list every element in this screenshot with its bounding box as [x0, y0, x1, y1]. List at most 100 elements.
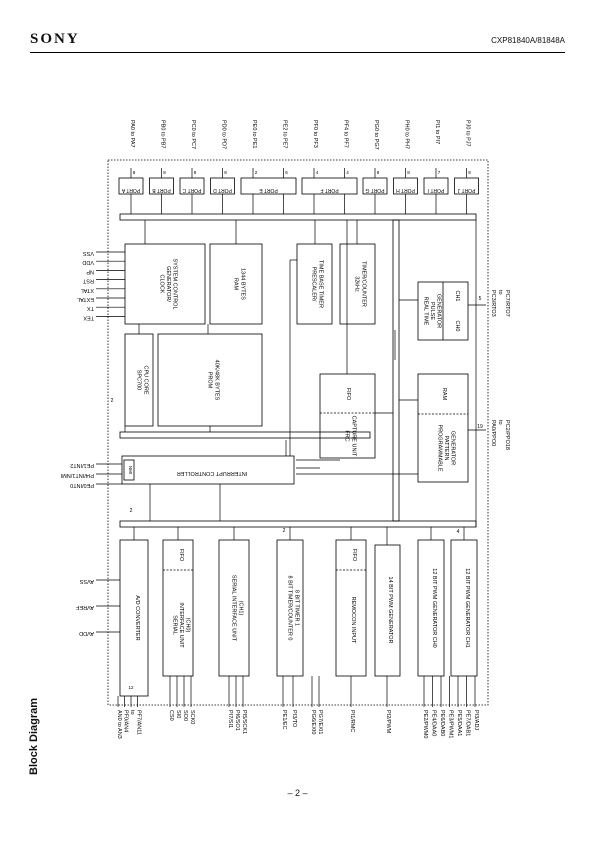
clock-text: CLOCK	[158, 275, 164, 294]
frc-text: CAPTURE UNIT	[350, 416, 356, 457]
sio0-text: (CH0)	[185, 618, 191, 633]
timer32-block	[339, 243, 376, 325]
port-width: 4	[346, 170, 349, 175]
pwm12-pin: PE7/DAB1	[465, 710, 471, 736]
pwm14-pin: PI2/PWM	[385, 710, 391, 734]
port-width: 8	[468, 170, 471, 175]
fifo-label: FIFO	[351, 549, 357, 562]
interrupt-controller-block	[121, 455, 295, 485]
port-pins: PC0 to PC7	[190, 120, 196, 149]
clock-pin: VDD	[82, 259, 94, 265]
port-pins: PE0 to PE1	[251, 120, 257, 148]
exi-pin: PG7/EXI1	[317, 710, 323, 734]
port-width: 7	[438, 170, 441, 175]
sio1-pin: PI6/SO1	[234, 710, 240, 731]
clock-pin: TX	[87, 305, 94, 311]
prescaler-text: TIME BASE TIMER	[317, 260, 323, 308]
port-label: PORT G	[365, 187, 384, 193]
ram-text: RAM	[233, 278, 239, 291]
peripheral-bus	[119, 520, 477, 528]
port-pins: PD0 to PD7	[221, 120, 227, 149]
sio0-text: SERIAL	[171, 615, 177, 635]
ch0-label: CH0	[454, 320, 460, 331]
cpu-text: SPC700	[136, 370, 142, 391]
clock-pin: EXTAL	[77, 296, 94, 302]
sio1-pin: PI5/SCK1	[241, 710, 247, 734]
port-label: PORT H	[396, 187, 415, 193]
nmi-block	[123, 459, 135, 481]
timers-text: 8 BIT TIMER 1	[293, 590, 299, 626]
port-pins: PI1 to PI7	[434, 120, 440, 144]
port-pins: PH0 to PH7	[404, 120, 410, 149]
header-rule	[30, 52, 565, 53]
adc-ref-pin: AVREF	[75, 604, 94, 610]
port-width: 8	[407, 170, 410, 175]
port-pins: PF4 to PF7	[343, 120, 349, 148]
sio1-pin: PI7/SI1	[227, 710, 233, 728]
top-bus	[119, 213, 477, 221]
rtpg-text: REAL TIME	[422, 297, 428, 326]
port-pins: PJ0 to PJ7	[465, 120, 471, 147]
port-label: PORT J	[457, 187, 475, 193]
ch1-label: CH1	[454, 290, 460, 301]
port-pins: PA0 to PA7	[129, 120, 135, 148]
port-pins: PF0 to PF3	[312, 120, 318, 148]
adc-width: 12	[128, 685, 134, 690]
ram-text: 1344 BYTES	[239, 268, 245, 300]
rtpg-text: PULSE	[429, 302, 435, 320]
pwm-width: 4	[457, 529, 460, 535]
port-pins: PG0 to PG7	[373, 120, 379, 150]
port-label: PORT F	[320, 187, 338, 193]
sio-width: 2	[130, 508, 133, 514]
page-number: – 2 –	[287, 788, 308, 798]
intc-text: INTERRUPT CONTROLLER	[177, 470, 248, 476]
pwm12b-text: 12 BIT PWM GENERATOR CH1	[464, 568, 470, 647]
clock-pin: XTAL	[81, 287, 94, 293]
nmi-text: NMI	[128, 466, 133, 474]
right-bus	[392, 219, 400, 522]
prescaler-text: PRESCALER/	[311, 267, 317, 302]
clock-pin: VSS	[83, 250, 94, 256]
internal-bus	[119, 431, 371, 439]
port-label: PORT B	[152, 187, 171, 193]
port-label: PORT E	[259, 187, 278, 193]
ppg-text: GENERATOR	[450, 431, 456, 465]
rtpg-pin: to	[497, 290, 503, 295]
ppg-pin: PC2/PPO18	[504, 420, 510, 450]
rtpg-width: 5	[479, 296, 482, 302]
port-width: 4	[316, 170, 319, 175]
sio1-text: (CH1)	[237, 601, 243, 616]
port-box	[240, 177, 297, 195]
timer32-text: TIMER/COUNTER	[360, 261, 366, 307]
chip-outline	[107, 159, 489, 706]
ppg-text: PROGRAMMABLE	[436, 424, 442, 471]
pwm12-ch1-block	[450, 539, 478, 677]
rtpg-pin: PC7/RTO7	[504, 290, 510, 317]
port-pins: PE2 to PE7	[282, 120, 288, 148]
adc-ref-pin: AVSS	[79, 578, 94, 584]
timer-pin: PE1/EC	[281, 710, 287, 730]
port-width: 8	[133, 170, 136, 175]
brand-logo: SONY	[30, 31, 80, 47]
port-label: PORT I	[428, 187, 445, 193]
sio0-block	[162, 539, 194, 677]
pwm12-pin: PE3/PWM1	[448, 710, 454, 738]
remocon-text: REMOCON INPUT	[350, 597, 356, 644]
port-label: PORT A	[121, 187, 140, 193]
sio0-pin: SO0	[182, 710, 188, 721]
timer-width: 2	[283, 528, 286, 534]
adc-ref-pin: AVDD	[79, 630, 94, 636]
intc-pin: PE0/INT0	[70, 482, 94, 488]
ppg-text: PATTERN	[443, 436, 449, 461]
prom-text: PROM	[207, 372, 213, 389]
adc-pin: to	[129, 710, 135, 715]
part-number: CXP81840A/81848A	[491, 36, 565, 45]
intc-pin: PE1/INT2	[70, 462, 94, 468]
port-label: PORT C	[182, 187, 201, 193]
clock-pin: TEX	[83, 314, 94, 320]
adc-text: A/D CONVERTER	[134, 595, 140, 640]
ppg-pin: to	[497, 420, 503, 425]
clock-pin: RST	[82, 278, 94, 284]
pwm14-block	[374, 544, 401, 677]
